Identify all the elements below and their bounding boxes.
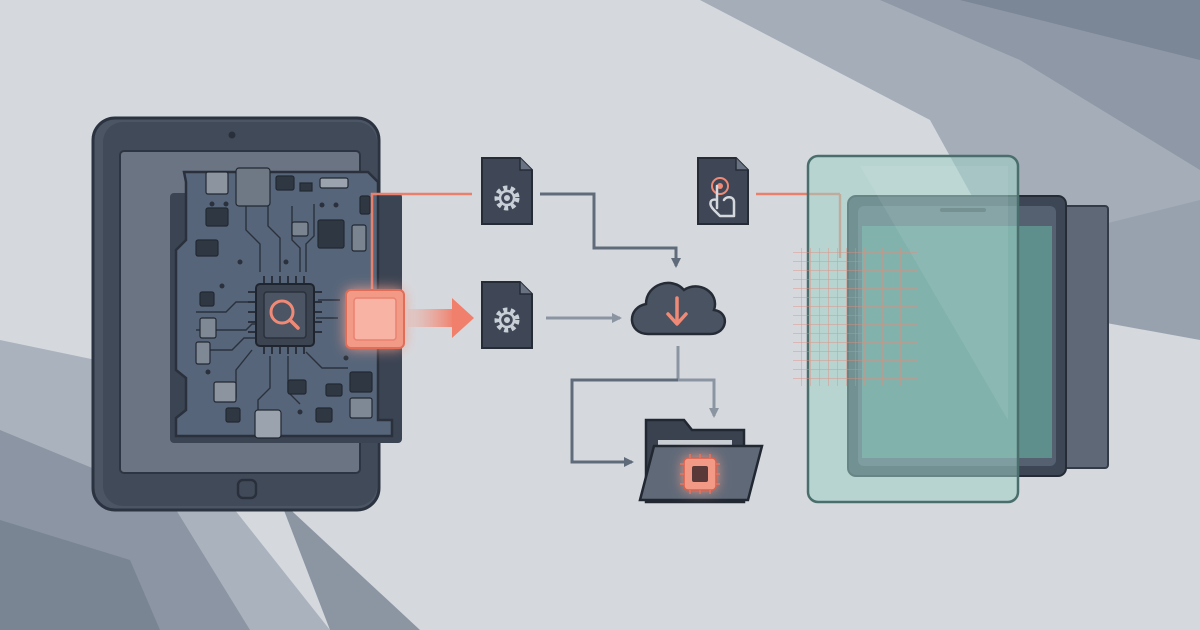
flow-arrows — [540, 192, 719, 467]
gear-file-icon — [481, 157, 533, 225]
home-button — [236, 478, 258, 500]
layered-tablet-screens — [793, 154, 1109, 504]
highlighted-chip — [345, 192, 472, 349]
gear-file-icon — [481, 281, 533, 349]
tablet-camera — [228, 131, 236, 139]
extraction-arrow — [408, 298, 474, 338]
folder-chip-icon — [638, 418, 764, 504]
magnifier-chip-icon — [248, 276, 322, 354]
cloud-download-icon — [630, 281, 726, 336]
